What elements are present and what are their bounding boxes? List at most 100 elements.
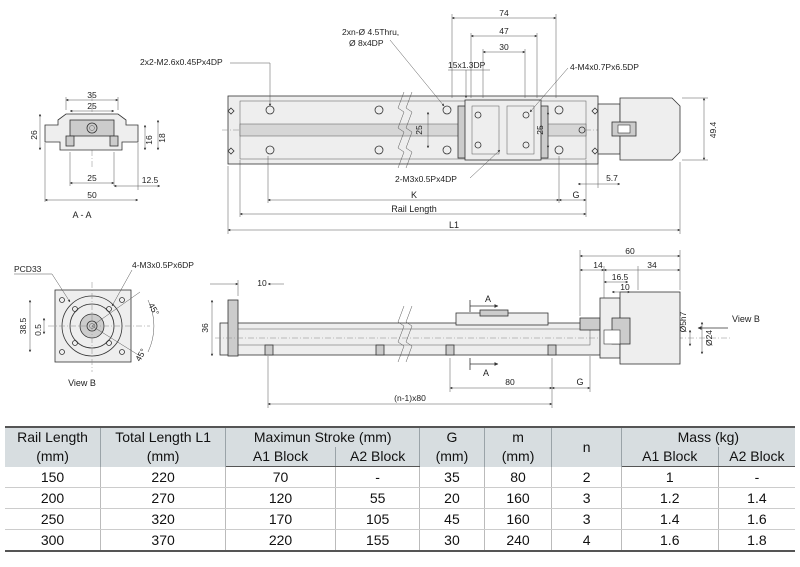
dim-47: 47 — [499, 26, 509, 36]
dim-pitch: (n-1)x80 — [394, 393, 426, 403]
table-cell: 3 — [551, 508, 622, 530]
dim-12-5: 12.5 — [142, 175, 159, 185]
table-cell: 150 — [5, 466, 102, 488]
table-cell: - — [718, 466, 795, 488]
table-cell: 1.4 — [718, 487, 795, 509]
table-cell: 4 — [551, 529, 622, 552]
callout-tapped-end: 2x2-M2.6x0.45Px4DP — [140, 57, 223, 67]
table-cell: 160 — [484, 487, 553, 509]
callout-counterbore: Ø 8x4DP — [349, 38, 384, 48]
top-view: 74 47 30 25 25 49.4 5.7 K G Rail Length — [140, 8, 718, 234]
table-cell: 80 — [484, 466, 553, 488]
header-n: n — [551, 426, 622, 467]
header-mass: Mass (kg) — [621, 426, 795, 447]
dim-0-5: 0.5 — [33, 324, 43, 336]
spec-table: Rail Length(mm) Total Length L1(mm) Maxi… — [5, 426, 795, 552]
dim-18: 18 — [157, 133, 167, 143]
table-cell: 20 — [419, 487, 485, 509]
dim-G: G — [572, 190, 579, 200]
table-cell: 160 — [484, 508, 553, 530]
table-cell: 105 — [335, 508, 421, 530]
table-header-row: Rail Length(mm) Total Length L1(mm) Maxi… — [5, 426, 795, 467]
table-cell: 1.6 — [718, 508, 795, 530]
dim-36: 36 — [200, 323, 210, 333]
section-view-a-a: 35 25 26 16 18 25 12.5 50 A - A — [29, 90, 167, 220]
dim-25-right: 25 — [535, 125, 545, 135]
table-cell: 220 — [225, 529, 336, 552]
callout-block-holes: 4-M4x0.7Px6.5DP — [570, 62, 639, 72]
table-cell: 320 — [100, 508, 227, 530]
section-caption: A - A — [72, 210, 91, 220]
header-m: m(mm) — [484, 426, 553, 467]
table-cell: 30 — [419, 529, 485, 552]
dim-30: 30 — [499, 42, 509, 52]
header-mass-a2: A2 Block — [718, 447, 795, 467]
dim-rail-length: Rail Length — [391, 204, 437, 214]
table-cell: 3 — [551, 487, 622, 509]
table-cell: 55 — [335, 487, 421, 509]
header-stroke-a1: A1 Block — [225, 447, 336, 467]
view-b: 45° 45° 38.5 0.5 PCD33 4-M3x0.5Px6DP Vie… — [14, 260, 194, 388]
header-mass-a1: A1 Block — [621, 447, 719, 467]
table-cell: 1 — [621, 466, 719, 488]
header-g: G(mm) — [419, 426, 485, 467]
view-b-arrow-label: View B — [732, 314, 760, 324]
table-cell: 2 — [551, 466, 622, 488]
dim-34: 34 — [647, 260, 657, 270]
table-cell: 220 — [100, 466, 227, 488]
side-view: A A View B 10 36 60 14 34 16.5 10 Ø5h7 Ø… — [200, 246, 760, 408]
dim-25-bottom: 25 — [87, 173, 97, 183]
section-mark-a-bottom: A — [483, 368, 489, 378]
table-subheader-row: A1 Block A2 Block A1 Block A2 Block — [5, 447, 795, 467]
dim-L1: L1 — [449, 220, 459, 230]
table-cell: 70 — [225, 466, 336, 488]
table-cell: 35 — [419, 466, 485, 488]
dim-74: 74 — [499, 8, 509, 18]
dim-80: 80 — [505, 377, 515, 387]
callout-view-b-screws: 4-M3x0.5Px6DP — [132, 260, 194, 270]
table-cell: 300 — [5, 529, 102, 552]
table-cell: - — [335, 466, 421, 488]
table-cell: 1.8 — [718, 529, 795, 552]
dim-5-7: 5.7 — [606, 173, 618, 183]
dim-38-5: 38.5 — [18, 317, 28, 334]
dim-25-left: 25 — [414, 125, 424, 135]
callout-slot: 15x1.3DP — [448, 60, 486, 70]
dim-14: 14 — [593, 260, 603, 270]
callout-thru-holes: 2xn-Ø 4.5Thru, — [342, 27, 399, 37]
angle-45-bottom: 45° — [133, 347, 148, 363]
dim-26: 26 — [29, 130, 39, 140]
dim-50: 50 — [87, 190, 97, 200]
callout-pcd: PCD33 — [14, 264, 42, 274]
dim-49-4: 49.4 — [708, 121, 718, 138]
dim-60: 60 — [625, 246, 635, 256]
table-cell: 370 — [100, 529, 227, 552]
technical-drawing: 35 25 26 16 18 25 12.5 50 A - A — [14, 8, 760, 408]
header-rail-length: Rail Length(mm) — [5, 426, 102, 467]
table-cell: 250 — [5, 508, 102, 530]
header-total-length: Total Length L1(mm) — [100, 426, 227, 467]
table-cell: 120 — [225, 487, 336, 509]
header-max-stroke: Maximun Stroke (mm) — [225, 426, 421, 447]
dim-16: 16 — [144, 135, 154, 145]
table-cell: 1.4 — [621, 508, 719, 530]
header-stroke-a2: A2 Block — [335, 447, 421, 467]
table-cell: 270 — [100, 487, 227, 509]
section-mark-a-top: A — [485, 294, 491, 304]
dim-K: K — [411, 190, 417, 200]
view-b-caption: View B — [68, 378, 96, 388]
dim-35: 35 — [87, 90, 97, 100]
table-cell: 1.6 — [621, 529, 719, 552]
angle-45-top: 45° — [146, 301, 161, 317]
dim-G-side: G — [576, 377, 583, 387]
callout-bottom-holes: 2-M3x0.5Px4DP — [395, 174, 457, 184]
table-cell: 170 — [225, 508, 336, 530]
table-cell: 45 — [419, 508, 485, 530]
table-cell: 240 — [484, 529, 553, 552]
dim-10-left: 10 — [257, 278, 267, 288]
table-cell: 1.2 — [621, 487, 719, 509]
dim-16-5: 16.5 — [612, 272, 629, 282]
